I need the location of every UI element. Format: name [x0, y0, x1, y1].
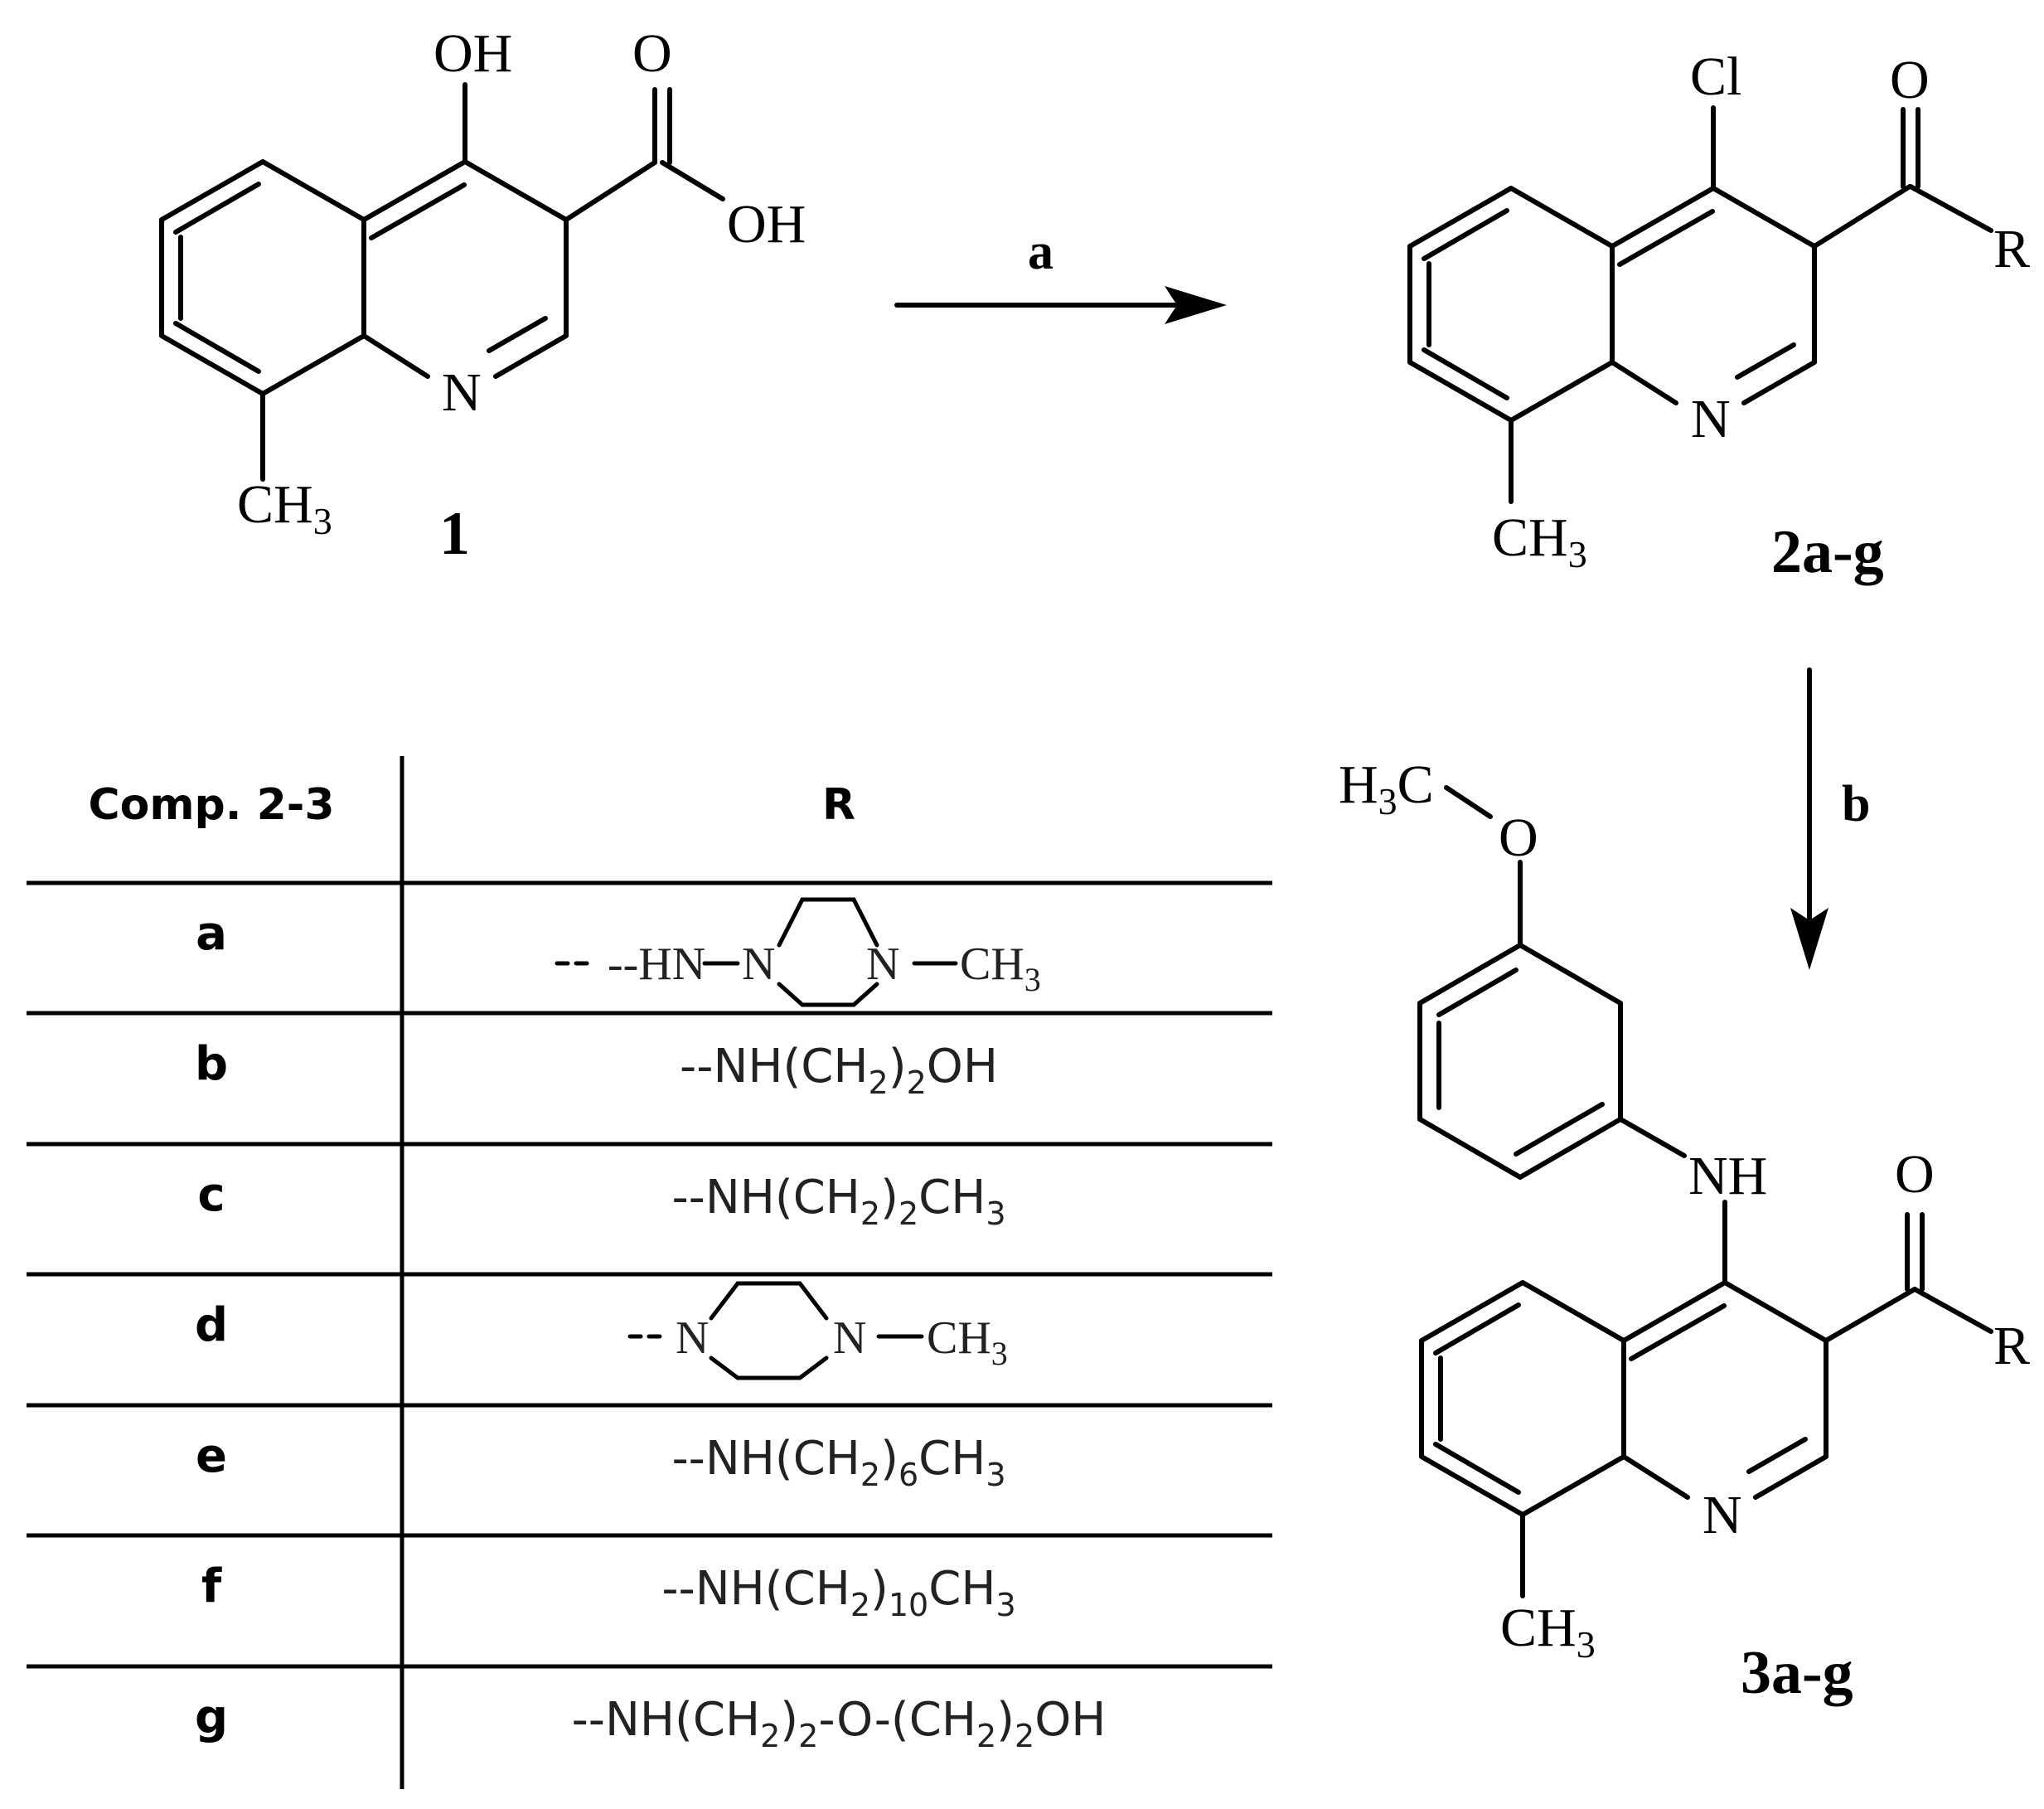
atom-ch3: CH3 — [1492, 507, 1587, 575]
table-header-comp: Comp. 2-3 — [88, 780, 334, 830]
compound-3-structure: H3C O NH O R N CH3 — [1339, 754, 2030, 1666]
atom-r: R — [1993, 1316, 2030, 1376]
atom-ch3: CH3 — [237, 474, 332, 542]
atom-n: N — [1691, 389, 1731, 449]
svg-text:CH3: CH3 — [960, 938, 1041, 998]
substituent-r-g: --NH(CH2)2-O-(CH2)2OH — [572, 1693, 1107, 1754]
compound-label-1: 1 — [439, 500, 470, 568]
substituent-r-b: --NH(CH2)2OH — [680, 1040, 998, 1101]
svg-text:N: N — [833, 1312, 866, 1364]
atom-o: O — [632, 23, 672, 84]
compound-label-2a-g: 2a-g — [1771, 518, 1884, 586]
table-row-id: c — [197, 1168, 225, 1222]
table-row-id: e — [196, 1429, 227, 1483]
reagent-label-a: a — [1028, 224, 1053, 280]
atom-r: R — [1993, 219, 2030, 279]
atom-o: O — [1895, 1144, 1935, 1205]
compound-1-structure: OH O OH N CH3 — [159, 23, 806, 542]
table-row-id: d — [195, 1298, 228, 1352]
svg-text:N: N — [742, 938, 775, 990]
atom-cl: Cl — [1690, 46, 1741, 107]
atom-o: O — [1499, 808, 1538, 868]
substituent-r-a: --HN N N CH3 — [555, 897, 1041, 1007]
substituent-table: Comp. 2-3 R a --HN N N CH3 b --NH(CH2)2O… — [27, 756, 1272, 1789]
atom-n: N — [442, 362, 482, 423]
table-row-id: b — [195, 1037, 228, 1091]
atom-n: N — [1703, 1485, 1742, 1545]
compound-label-3a-g: 3a-g — [1741, 1639, 1853, 1707]
atom-nh: NH — [1688, 1146, 1767, 1206]
svg-text:CH3: CH3 — [927, 1312, 1008, 1372]
table-header-r: R — [822, 780, 855, 830]
atom-h3c: H3C — [1339, 754, 1434, 822]
compound-2-structure: Cl O R N CH3 — [1407, 46, 2030, 575]
substituent-r-c: --NH(CH2)2CH3 — [671, 1171, 1005, 1232]
atom-o: O — [1890, 50, 1930, 110]
svg-text:--HN: --HN — [608, 938, 705, 990]
reaction-arrow-b — [1790, 667, 1828, 970]
substituent-r-e: --NH(CH2)6CH3 — [671, 1432, 1005, 1493]
substituent-r-f: --NH(CH2)10CH3 — [661, 1562, 1015, 1623]
atom-ch3: CH3 — [1500, 1598, 1596, 1666]
atom-oh: OH — [727, 194, 806, 255]
reagent-label-b: b — [1842, 776, 1870, 832]
table-row-id: a — [196, 907, 227, 961]
substituent-r-d: -- N N CH3 — [627, 1281, 1008, 1380]
reaction-arrow-a — [894, 286, 1227, 324]
table-row-id: g — [195, 1690, 228, 1744]
table-row-id: f — [201, 1559, 222, 1613]
svg-text:N: N — [676, 1312, 709, 1364]
atom-oh: OH — [434, 23, 512, 84]
svg-text:N: N — [866, 938, 899, 990]
